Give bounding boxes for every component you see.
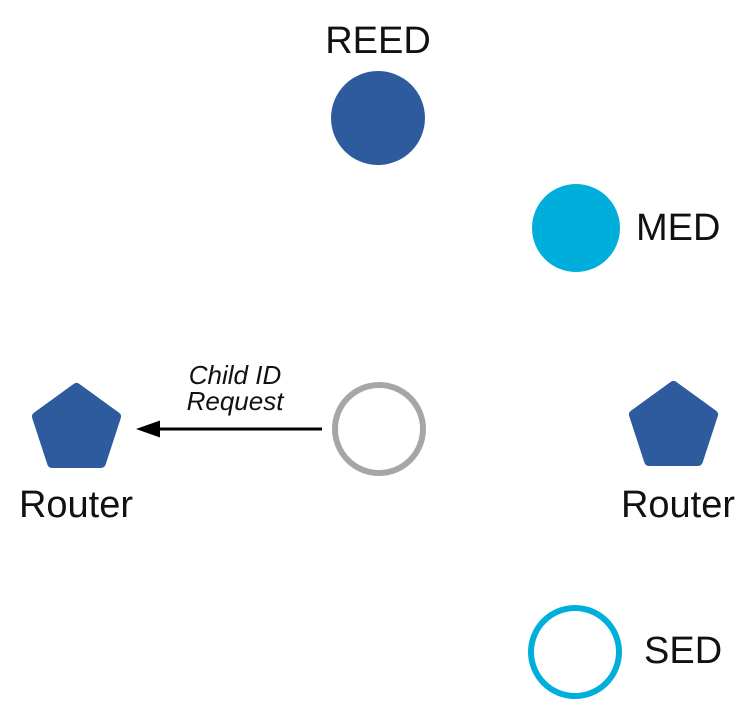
med-node-circle-icon xyxy=(532,184,620,272)
router-left-node-label: Router xyxy=(18,484,134,526)
joining-device-circle-icon xyxy=(332,382,426,476)
router-right-node-label: Router xyxy=(620,484,736,526)
reed-node-circle-icon xyxy=(331,71,425,165)
child-id-request-line1: Child ID xyxy=(188,360,282,390)
child-id-request-label: Child ID Request xyxy=(164,362,306,414)
sed-node-label: SED xyxy=(644,630,723,672)
router-right-pentagon-icon xyxy=(629,381,718,466)
child-id-request-arrow-icon xyxy=(136,420,322,438)
reed-node-label: REED xyxy=(325,20,431,62)
med-node-label: MED xyxy=(636,207,721,249)
sed-node-circle-icon xyxy=(528,605,622,699)
router-left-pentagon-icon xyxy=(32,383,121,468)
child-id-request-line2: Request xyxy=(186,386,284,416)
